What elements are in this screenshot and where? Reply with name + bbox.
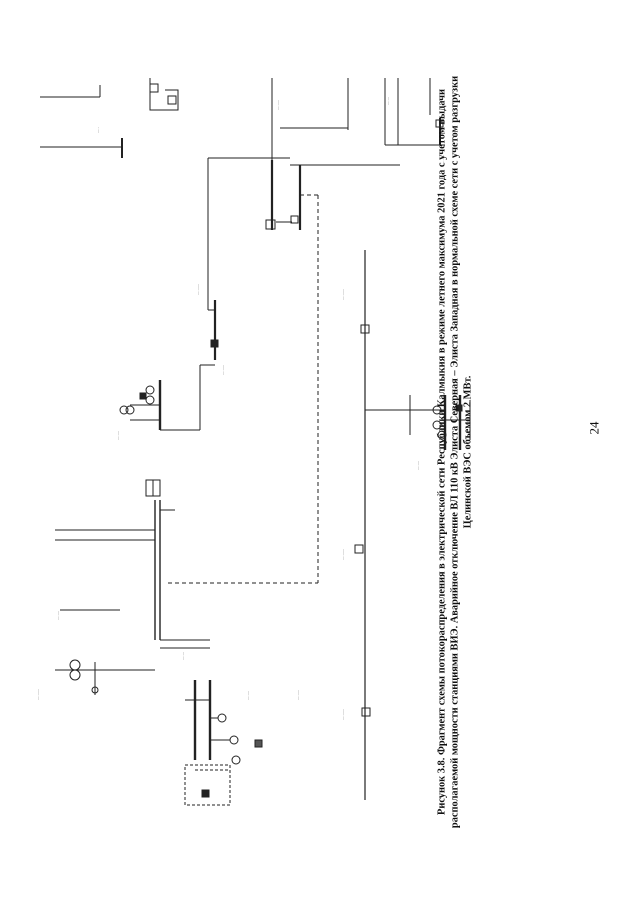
tiny-labels: ····· ········· ······· ·········· ·····… [37,97,471,720]
svg-text:·········: ········· [222,365,226,375]
substation-two-transformers-lower [432,395,471,450]
svg-text:··········: ·········· [342,709,346,720]
top-left-fragment [40,78,179,158]
dashed-reserve-line [168,194,319,584]
line-upper-horizontal [208,157,400,230]
svg-text:··········: ·········· [342,549,346,560]
svg-text:··········: ·········· [197,284,201,295]
line-lower-trunk [354,250,445,800]
svg-text:·······: ······· [387,97,391,105]
svg-text:·········: ········· [277,100,281,110]
svg-text:·········: ········· [442,155,446,165]
caption-line-3: Целинской ВЭС объемом 2 МВт. [462,375,474,529]
svg-text:········: ········ [247,691,251,700]
svg-text:·········: ········· [297,690,301,700]
line-vertical-left [199,158,219,405]
caption-line-1: Рисунок 3.8. Фрагмент схемы потокораспре… [436,88,448,816]
line-central-vertical [55,500,210,649]
svg-text:·····: ····· [97,127,101,133]
substation-lower-left [184,680,263,806]
substation-two-transformers-upper [119,380,201,497]
caption-line-2: располагаемой мощности станциями ВИЭ. Ав… [449,75,461,829]
svg-text:··········: ·········· [342,289,346,300]
svg-text:········: ········ [417,461,421,470]
figure-caption: Рисунок 3.8. Фрагмент схемы потокораспре… [436,72,475,832]
page-number: 24 [586,421,602,435]
svg-text:··········: ·········· [37,689,41,700]
svg-text:·······: ······· [182,652,186,660]
top-right-lines [271,78,445,165]
svg-text:········: ········ [57,611,61,620]
svg-text:········: ········ [467,461,471,470]
left-generator-area [55,609,155,695]
svg-text:········: ········ [117,431,121,440]
